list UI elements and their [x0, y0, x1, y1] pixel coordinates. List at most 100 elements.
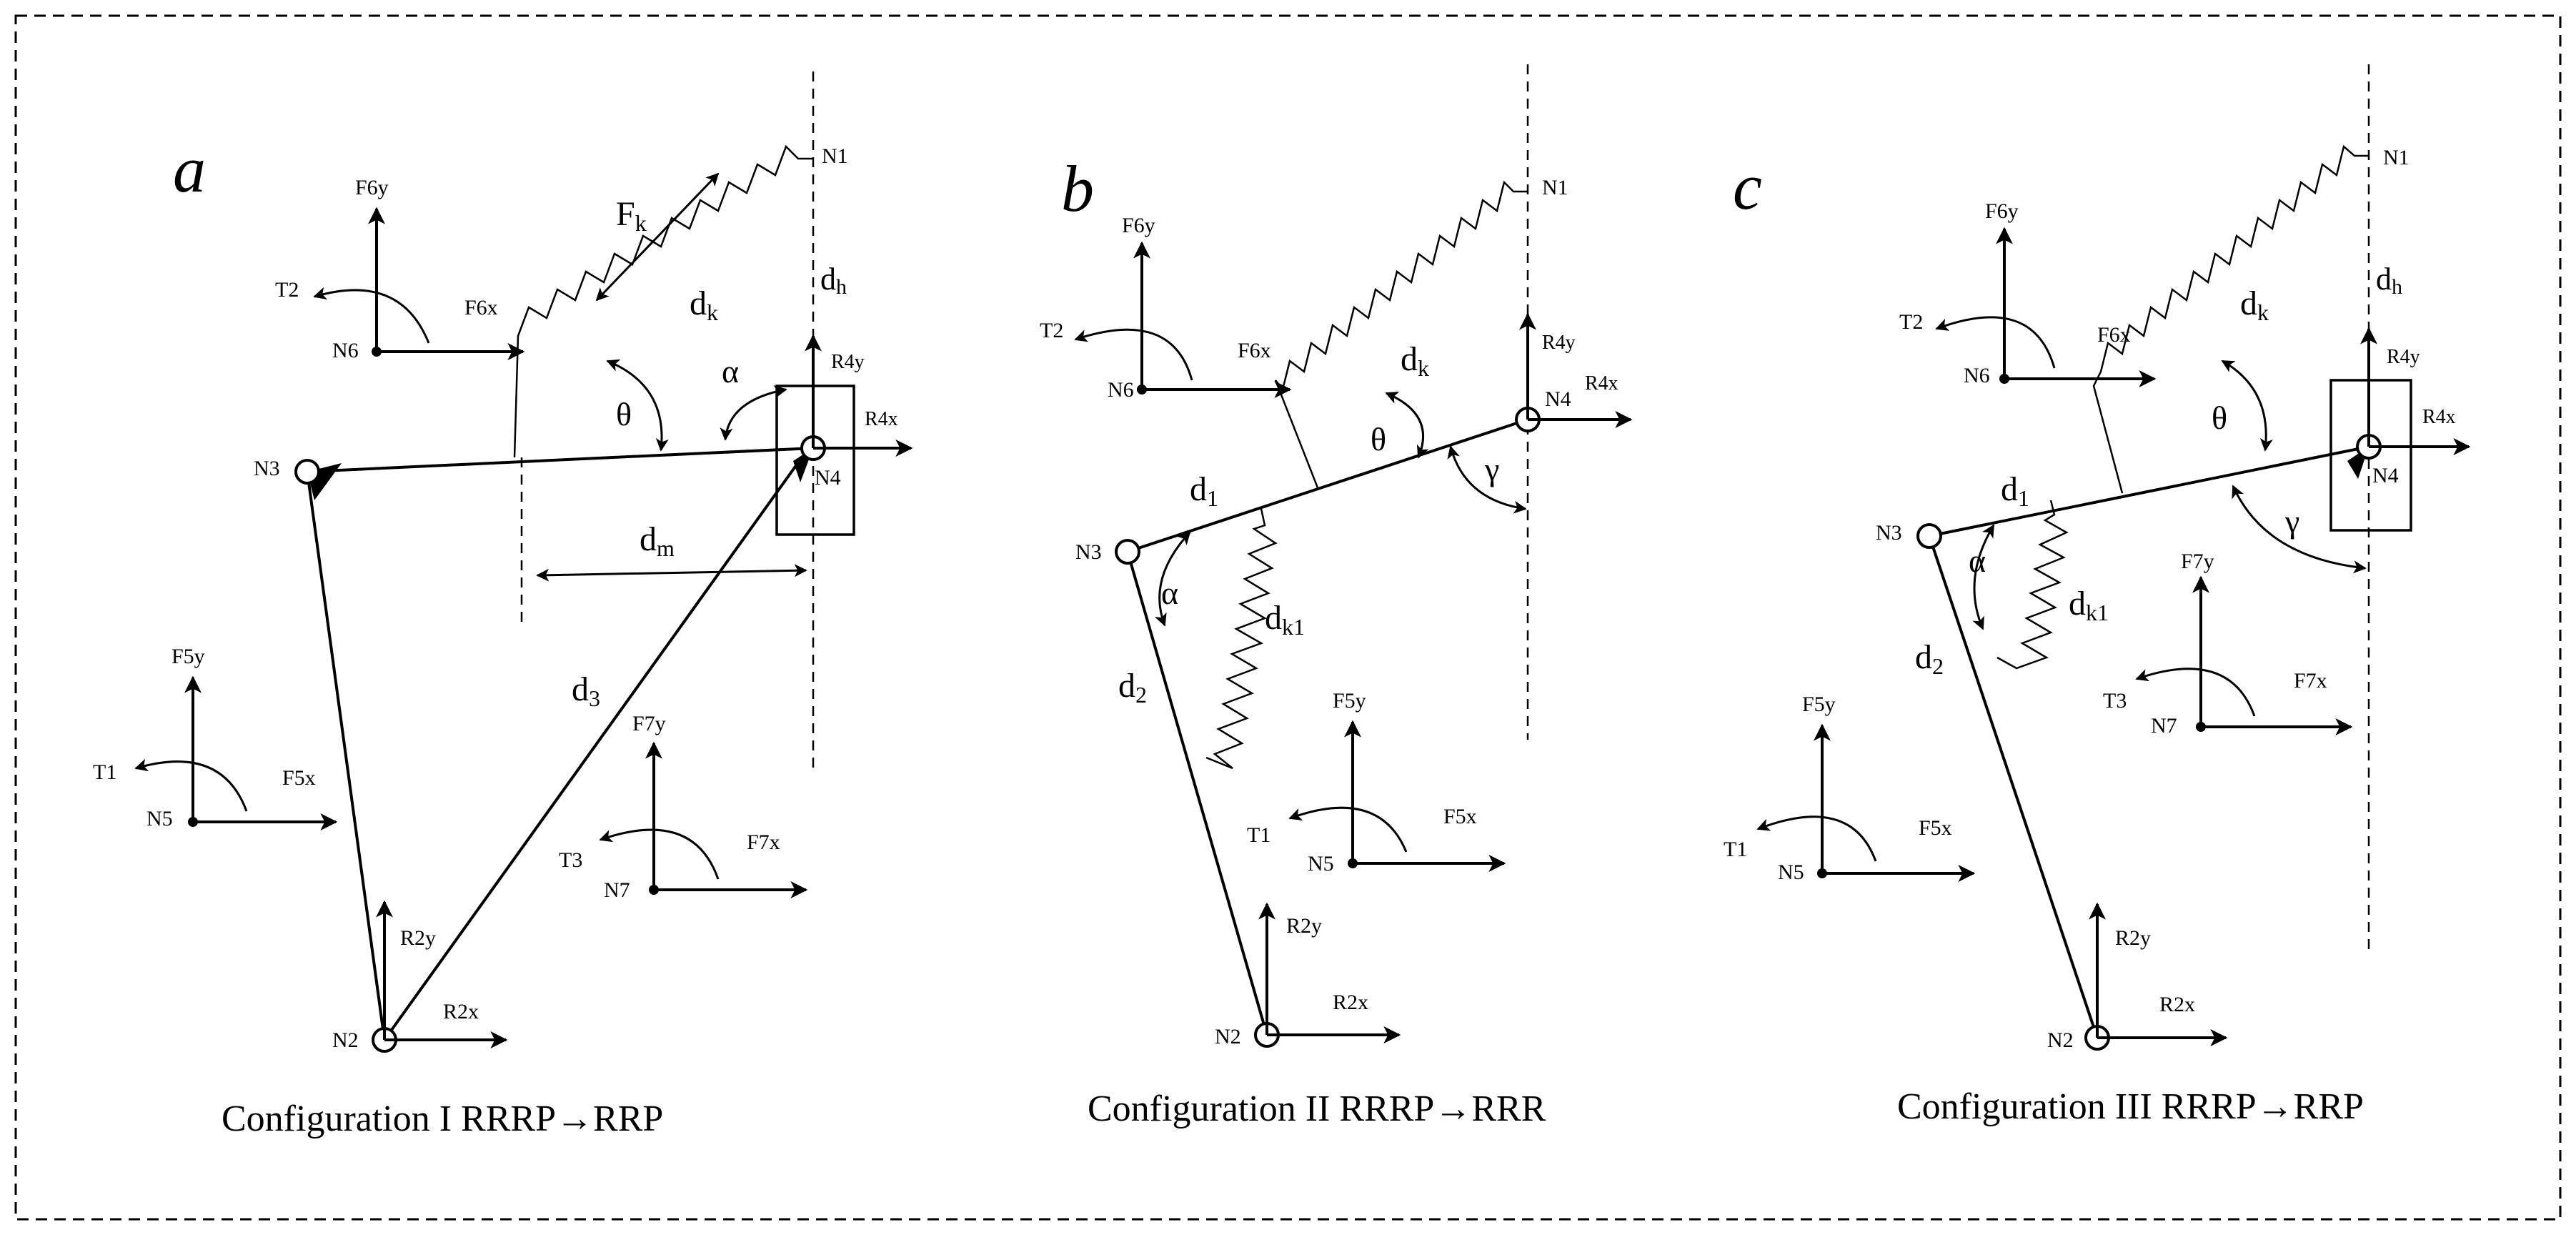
node-label: N1	[1542, 176, 1568, 199]
dk-label: dk	[690, 284, 718, 325]
d1-label: d1	[2001, 470, 2029, 511]
t3-label: T3	[559, 848, 582, 872]
theta-label: θ	[2212, 400, 2227, 436]
r4x-label: R4x	[1585, 372, 1618, 395]
panel-a: a Fk dk dh θ α dm d3	[93, 71, 913, 1139]
t1-label: T1	[1247, 823, 1270, 847]
node-label: N5	[1778, 860, 1804, 884]
d1-label: d1	[1190, 470, 1218, 511]
f7x-label: F7x	[2294, 669, 2327, 693]
f7y-label: F7y	[2181, 550, 2214, 573]
dh-label: dh	[820, 262, 847, 299]
d2-label: d2	[1118, 667, 1147, 708]
t2-label: T2	[275, 278, 299, 302]
r4y-label: R4y	[831, 351, 865, 373]
node-label: N3	[254, 457, 280, 480]
f5x-label: F5x	[1443, 805, 1477, 828]
f5y-label: F5y	[171, 645, 205, 668]
theta-arc	[606, 359, 669, 452]
r2x-label: R2x	[443, 1000, 479, 1023]
spring-k	[2092, 144, 2369, 494]
f7x-label: F7x	[747, 830, 780, 854]
dk-label: dk	[1401, 340, 1429, 381]
r4x-label: R4x	[2422, 406, 2456, 428]
r2y-label: R2y	[400, 926, 436, 950]
node-label: N5	[146, 807, 173, 830]
f6x-label: F6x	[1238, 339, 1271, 362]
caption: Configuration II RRRP→RRR	[1088, 1088, 1546, 1129]
node-label: N6	[1108, 378, 1134, 402]
node-label: N3	[1075, 540, 1102, 564]
alpha-arc	[720, 385, 787, 441]
alpha-label: α	[1969, 542, 1986, 579]
spring-k	[513, 144, 813, 458]
node-label: N7	[2151, 714, 2177, 738]
t2-moment	[1074, 328, 1193, 381]
node-label: N2	[332, 1028, 359, 1052]
panel-b: b dk d1 d2 dk1 θ γ α R4y R4x N1 N2 N3 N4…	[1040, 64, 1633, 1129]
link-n3-n2	[306, 471, 386, 1041]
t1-label: T1	[93, 760, 116, 784]
joint-n3	[294, 459, 320, 485]
node-label: N7	[604, 878, 630, 902]
gamma-arc	[1447, 445, 1527, 514]
panel-letter: c	[1733, 150, 1762, 223]
f5x-label: F5x	[282, 766, 316, 790]
alpha-arc	[1154, 531, 1191, 627]
spring-k1	[1205, 508, 1278, 770]
d2-label: d2	[1915, 638, 1944, 679]
theta-arc	[1385, 392, 1429, 459]
t3-moment	[599, 828, 720, 880]
t2-moment	[313, 287, 430, 344]
node-label: N2	[2047, 1028, 2074, 1052]
node-label: N3	[1876, 521, 1902, 545]
joint-n3	[1115, 539, 1140, 565]
t2-moment	[1935, 316, 2056, 369]
theta-arc	[2221, 359, 2273, 452]
node-label: N1	[2383, 146, 2410, 169]
link-n3-n2	[1126, 551, 1268, 1036]
panel-letter: b	[1061, 152, 1094, 225]
r4y-label: R4y	[2387, 346, 2420, 368]
t1-label: T1	[1724, 838, 1747, 861]
link-n3-n4	[307, 447, 814, 473]
f5y-label: F5y	[1802, 693, 1836, 716]
t3-label: T3	[2103, 689, 2127, 713]
f5y-label: F5y	[1333, 689, 1366, 713]
f6y-label: F6y	[1985, 199, 2019, 223]
f6y-label: F6y	[355, 176, 389, 199]
caption: Configuration III RRRP→RRP	[1897, 1086, 2364, 1127]
alpha-arc	[1972, 524, 1995, 630]
dm-arrow	[536, 564, 807, 582]
spring-k	[1274, 180, 1528, 490]
caption: Configuration I RRRP→RRP	[222, 1098, 663, 1139]
panel-letter: a	[173, 133, 206, 206]
t1-moment	[1756, 815, 1877, 862]
fk-label: Fk	[616, 195, 647, 236]
f6y-label: F6y	[1122, 214, 1155, 237]
gamma-label: γ	[1484, 451, 1499, 487]
link-n3-n4	[1127, 418, 1528, 553]
r2x-label: R2x	[2159, 993, 2195, 1016]
theta-label: θ	[616, 396, 632, 432]
t2-label: T2	[1040, 319, 1063, 342]
r4x-label: R4x	[865, 408, 898, 430]
spring-k1	[1996, 500, 2069, 670]
link-n3-n4	[1929, 445, 2369, 537]
r2x-label: R2x	[1333, 991, 1368, 1014]
node-label: N2	[1215, 1025, 1241, 1048]
f5x-label: F5x	[1919, 816, 1952, 840]
figure-frame	[14, 14, 2562, 1221]
f7y-label: F7y	[632, 712, 666, 735]
f6x-label: F6x	[464, 296, 498, 319]
theta-label: θ	[1371, 421, 1386, 457]
node-label: N6	[332, 339, 359, 362]
link-n2-n4	[383, 463, 798, 1041]
node-label: N5	[1308, 852, 1334, 876]
dh-label: dh	[2376, 262, 2402, 299]
r2y-label: R2y	[1286, 914, 1322, 938]
t1-moment	[1288, 806, 1408, 853]
f6x-label: F6x	[2097, 323, 2131, 347]
panel-c: c dk dh d1 d2 dk1 θ γ α R4y R4x N1 N2 N3…	[1724, 64, 2471, 1127]
